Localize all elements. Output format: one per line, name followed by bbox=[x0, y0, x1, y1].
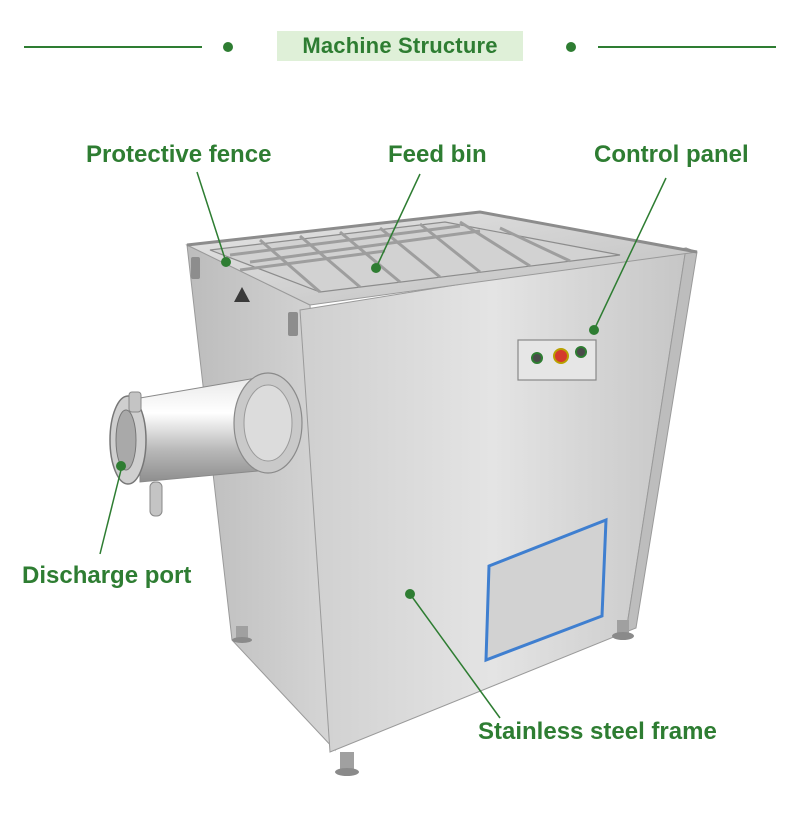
access-panel bbox=[484, 517, 608, 663]
label-protective-fence: Protective fence bbox=[86, 141, 272, 168]
warning-sticker bbox=[234, 287, 250, 302]
marker-control-panel bbox=[589, 325, 599, 335]
tube-top-knob bbox=[128, 391, 142, 413]
label-discharge-port: Discharge port bbox=[22, 562, 192, 589]
latch-left-top bbox=[191, 257, 200, 279]
header-rule-left bbox=[24, 46, 202, 48]
header-rule-right bbox=[598, 46, 776, 48]
marker-protective-fence bbox=[221, 257, 231, 267]
label-control-panel: Control panel bbox=[594, 141, 749, 168]
emergency-stop-button bbox=[553, 348, 569, 364]
protective-fence-bars bbox=[229, 220, 571, 294]
marker-discharge-port bbox=[116, 461, 126, 471]
label-feed-bin: Feed bin bbox=[388, 141, 487, 168]
foot-front-left bbox=[340, 752, 354, 770]
header-dot-left bbox=[223, 42, 233, 52]
front-panel bbox=[299, 247, 687, 753]
foot-front-right bbox=[617, 620, 629, 636]
start-button bbox=[531, 352, 543, 364]
stop-button bbox=[575, 346, 587, 358]
latch-left-bottom bbox=[288, 312, 298, 336]
fence-rim bbox=[186, 210, 698, 254]
marker-stainless-frame bbox=[405, 589, 415, 599]
leader-stainless-frame bbox=[409, 593, 501, 719]
foot-back-left bbox=[236, 626, 248, 640]
leader-discharge-port bbox=[99, 469, 122, 555]
leader-control-panel bbox=[593, 177, 667, 331]
page-title: Machine Structure bbox=[277, 31, 523, 61]
leader-feed-bin bbox=[375, 173, 421, 269]
marker-feed-bin bbox=[371, 263, 381, 273]
leader-protective-fence bbox=[196, 171, 227, 263]
discharge-knob bbox=[149, 481, 163, 517]
label-stainless-frame: Stainless steel frame bbox=[478, 718, 717, 745]
header-dot-right bbox=[566, 42, 576, 52]
